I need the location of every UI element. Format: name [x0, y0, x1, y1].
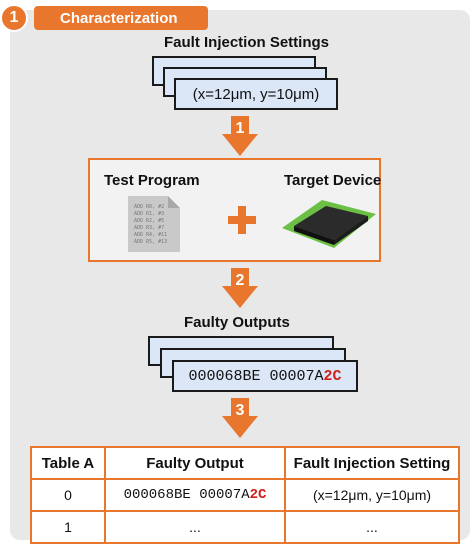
- row-setting: ...: [284, 510, 460, 544]
- row-faulty-output: 000068BE 00007A2C: [104, 478, 286, 512]
- fault-injection-title: Fault Injection Settings: [164, 34, 330, 51]
- arrow-2-label: 2: [235, 272, 245, 289]
- target-device-chip-icon: [282, 200, 376, 248]
- row-output-highlight: 2C: [249, 487, 267, 503]
- down-arrow-icon: [222, 398, 258, 438]
- section-title: Characterization: [34, 6, 208, 30]
- arrow-3-label: 3: [235, 402, 245, 419]
- program-line: ADD R4, #11: [134, 232, 168, 238]
- column-header-fault-injection-setting: Fault Injection Setting: [284, 446, 460, 480]
- down-arrow-icon: [222, 116, 258, 156]
- table-header-row: Table A Faulty Output Fault Injection Se…: [30, 446, 460, 480]
- row-output-prefix: 000068BE 00007A: [123, 487, 250, 503]
- arrow-2: 2: [222, 268, 258, 308]
- row-setting: (x=12μm, y=10μm): [284, 478, 460, 512]
- settings-card-front: (x=12μm, y=10μm): [174, 78, 338, 110]
- results-table: Table A Faulty Output Fault Injection Se…: [30, 446, 460, 544]
- plus-icon: [228, 206, 256, 234]
- test-program-label: Test Program: [104, 172, 200, 189]
- target-device-label: Target Device: [284, 172, 382, 189]
- program-line: ADD R1, #3: [134, 211, 165, 217]
- program-line: ADD R2, #5: [134, 218, 165, 224]
- program-line: ADD R0, #2: [134, 204, 165, 210]
- table-row: 1 ... ...: [30, 510, 460, 544]
- row-faulty-output: ...: [104, 510, 286, 544]
- settings-value: (x=12μm, y=10μm): [192, 85, 320, 103]
- column-header-faulty-output: Faulty Output: [104, 446, 286, 480]
- faulty-output-prefix: 000068BE 00007A: [188, 367, 324, 385]
- row-index: 1: [30, 510, 106, 544]
- program-line: ADD R5, #13: [134, 239, 168, 245]
- program-line: ADD R3, #7: [134, 225, 165, 231]
- row-index: 0: [30, 478, 106, 512]
- table-row: 0 000068BE 00007A2C (x=12μm, y=10μm): [30, 478, 460, 512]
- down-arrow-icon: [222, 268, 258, 308]
- faulty-outputs-title: Faulty Outputs: [184, 314, 290, 331]
- arrow-3: 3: [222, 398, 258, 438]
- step-badge: 1: [0, 4, 28, 32]
- document-icon: [128, 196, 180, 252]
- arrow-1-label: 1: [235, 120, 245, 137]
- table-label: Table A: [30, 446, 106, 480]
- test-program-document: ADD R0, #2 ADD R1, #3 ADD R2, #5 ADD R3,…: [128, 196, 180, 252]
- arrow-1: 1: [222, 116, 258, 156]
- faulty-output-highlight: 2C: [323, 367, 342, 385]
